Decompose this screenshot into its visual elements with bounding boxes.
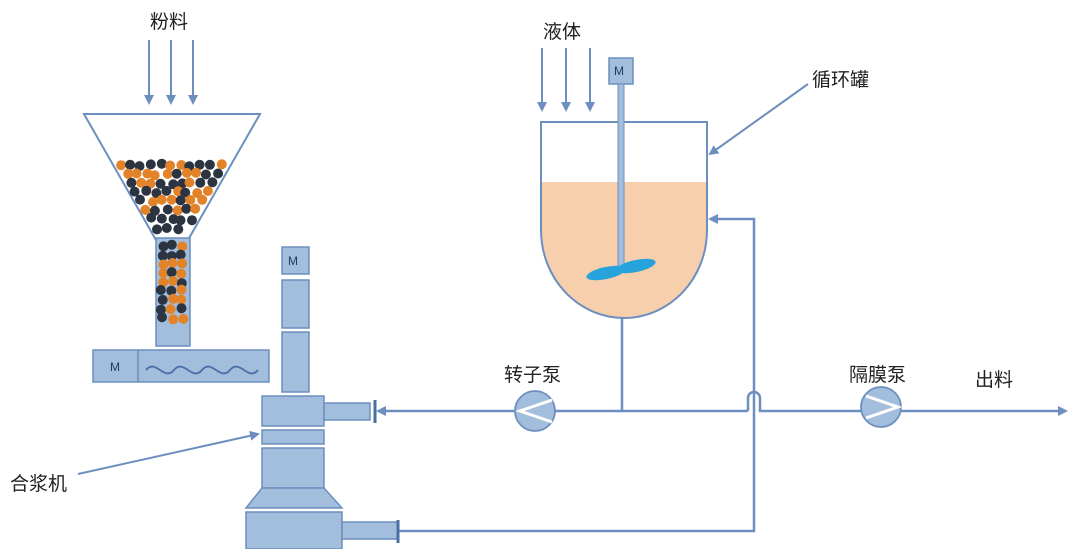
- powder-particle: [176, 160, 187, 170]
- powder-particle: [177, 241, 188, 252]
- powder-particle: [175, 249, 186, 260]
- powder-particle: [172, 205, 183, 216]
- powder-particle: [171, 168, 182, 179]
- diaphragm-pump: [860, 386, 903, 428]
- powder-particle: [200, 169, 211, 180]
- powder-particle: [129, 186, 140, 197]
- powder-particle: [146, 212, 157, 223]
- powder-label: 粉料: [150, 11, 188, 33]
- powder-particle: [162, 204, 173, 215]
- powder-particle: [175, 195, 186, 206]
- powder-particle: [202, 186, 213, 196]
- piping: [373, 214, 1068, 543]
- powder-particle: [126, 177, 137, 188]
- powder-particle: [204, 159, 215, 170]
- powder-particle: [145, 159, 156, 170]
- powder-particle: [178, 313, 189, 324]
- powder-particle: [123, 168, 134, 179]
- powder-particle: [176, 294, 187, 305]
- powder-particle: [216, 159, 227, 170]
- powder-particle: [140, 204, 151, 215]
- powder-particle: [187, 215, 197, 226]
- liquid-input-arrows: [537, 48, 595, 112]
- liquid-label: 液体: [543, 21, 581, 43]
- powder-particle: [152, 224, 162, 235]
- powder-particle: [156, 213, 167, 224]
- slurry-mixer: [244, 246, 399, 549]
- powder-particle: [194, 159, 205, 170]
- powder-particle: [176, 284, 187, 295]
- diaphragm-pump-label: 隔膜泵: [849, 364, 906, 386]
- tank-pointer: [708, 83, 809, 156]
- powder-particle: [166, 267, 177, 278]
- powder-particle: [155, 178, 166, 189]
- mixer-pointer: [77, 430, 260, 475]
- powder-particle: [191, 167, 202, 178]
- powder-particle: [158, 268, 169, 278]
- discharge-label: 出料: [975, 369, 1013, 391]
- powder-input-arrows: [144, 40, 198, 105]
- powder-particle: [136, 177, 147, 188]
- powder-particle: [197, 194, 208, 205]
- powder-particle: [165, 160, 176, 171]
- powder-particle: [180, 187, 191, 198]
- powder-particle: [165, 304, 176, 315]
- powder-particle: [157, 294, 168, 305]
- powder-particle: [161, 223, 172, 233]
- rotor-pump-label: 转子泵: [504, 364, 561, 386]
- circulation-tank: [540, 57, 708, 319]
- powder-particle: [161, 185, 172, 196]
- powder-particle: [175, 215, 186, 226]
- powder-particle: [131, 168, 142, 179]
- powder-particle: [135, 194, 145, 205]
- powder-particle: [190, 203, 201, 214]
- powder-particle: [156, 194, 167, 205]
- powder-particle: [155, 285, 166, 295]
- powder-particle: [158, 277, 169, 288]
- slurry-mixer-label: 合浆机: [10, 473, 67, 495]
- powder-particle: [176, 268, 187, 279]
- powder-particle: [168, 179, 179, 190]
- powder-particle: [166, 194, 177, 205]
- circulation-tank-label: 循环罐: [812, 69, 869, 91]
- powder-particle: [207, 177, 218, 188]
- powder-particle: [168, 293, 179, 304]
- powder-particle: [116, 160, 127, 171]
- powder-particle: [149, 170, 160, 181]
- powder-particle: [166, 239, 177, 250]
- powder-particle: [173, 224, 184, 235]
- powder-particle: [155, 304, 166, 315]
- feeder-motor-label: M: [110, 360, 120, 374]
- powder-particle: [156, 158, 167, 169]
- powder-particle: [181, 167, 192, 178]
- powder-particle: [158, 241, 169, 252]
- mixer-motor-label: M: [288, 254, 298, 268]
- powder-particle: [157, 312, 167, 323]
- powder-particle: [213, 168, 224, 179]
- powder-particle: [148, 197, 158, 207]
- powder-particle: [166, 285, 177, 296]
- powder-particle: [168, 314, 179, 325]
- powder-particle: [177, 258, 188, 269]
- powder-particle: [125, 159, 136, 170]
- powder-particle: [168, 276, 178, 286]
- powder-particle: [141, 185, 152, 196]
- powder-particle: [181, 203, 192, 214]
- rotor-pump: [514, 390, 556, 432]
- powder-particle: [195, 177, 206, 188]
- powder-particle: [176, 303, 187, 314]
- powder-particle: [158, 259, 169, 270]
- powder-particle: [185, 195, 196, 205]
- powder-particle: [162, 168, 173, 179]
- powder-particle: [184, 177, 195, 188]
- powder-particle: [157, 250, 168, 261]
- powder-particles: [116, 158, 227, 325]
- screw-feeder: [92, 349, 270, 383]
- tank-motor-label: M: [614, 64, 624, 78]
- powder-particle: [167, 258, 178, 268]
